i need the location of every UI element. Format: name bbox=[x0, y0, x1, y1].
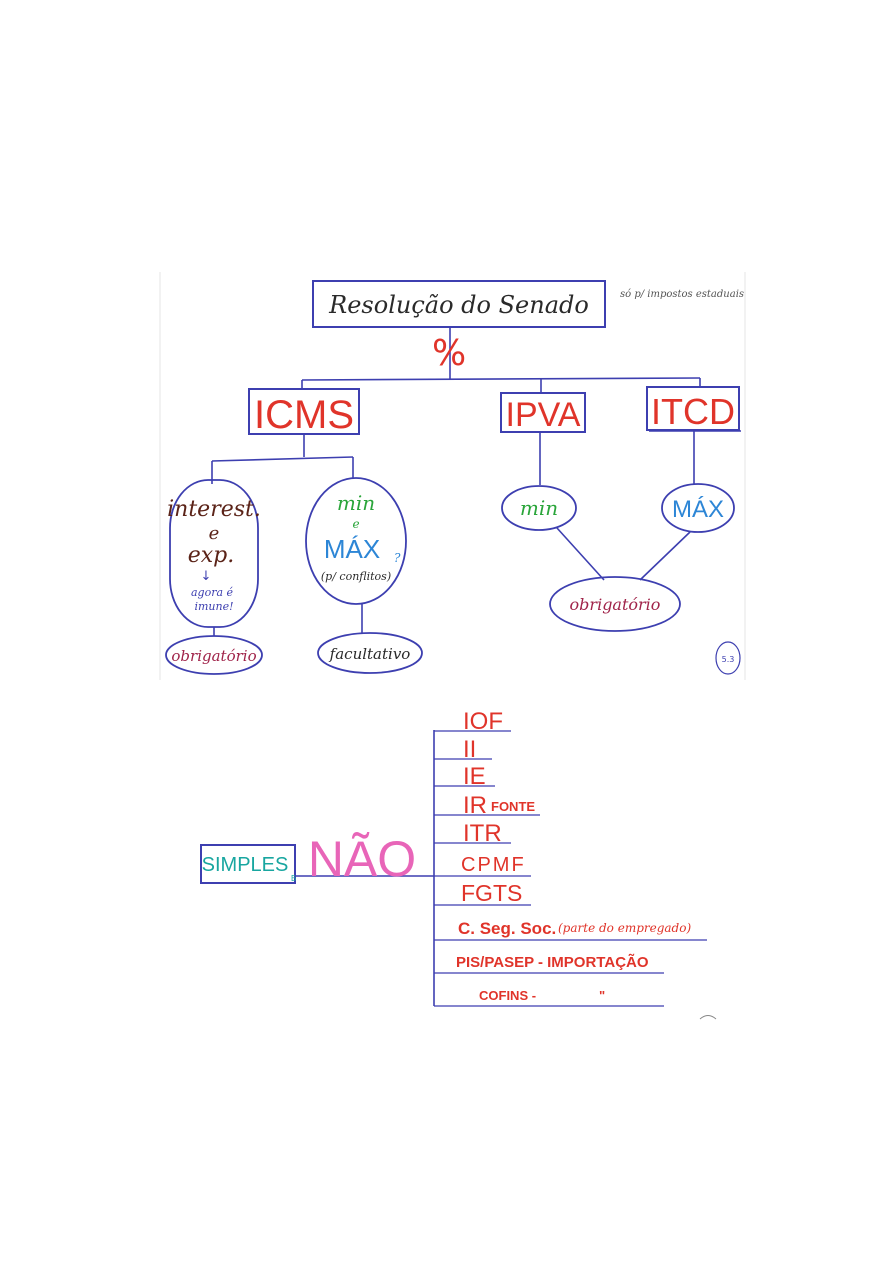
icms-right-line2: e bbox=[352, 517, 359, 531]
item-iof: IOF bbox=[463, 708, 503, 735]
icms-left-result-oval bbox=[165, 635, 263, 675]
corner-mark: 5.3 bbox=[722, 655, 735, 664]
icms-left-line1: interest. bbox=[167, 497, 261, 522]
itcd-box bbox=[646, 386, 740, 431]
stray-mark bbox=[699, 1015, 717, 1020]
item-ir: IR bbox=[463, 792, 487, 819]
icms-right-oval bbox=[305, 477, 407, 605]
ipva-box bbox=[500, 392, 586, 433]
itcd-to-shared bbox=[639, 531, 691, 581]
icms-right-line3: MÁX bbox=[324, 534, 380, 564]
item-ir-note: FONTE bbox=[491, 799, 535, 814]
nao-label: NÃO bbox=[308, 831, 416, 887]
icms-label: ICMS bbox=[254, 393, 354, 437]
exclusion-item-rules bbox=[434, 730, 707, 1007]
item-cpmf: CPMF bbox=[461, 854, 526, 876]
icms-left-line3: exp. bbox=[188, 543, 235, 568]
itcd-value-oval bbox=[661, 483, 735, 533]
icms-left-line2: e bbox=[209, 523, 220, 544]
ipva-label: IPVA bbox=[506, 396, 581, 434]
root-box bbox=[312, 280, 606, 328]
icms-left-note2: imune! bbox=[194, 600, 233, 613]
top-map: Resolução do Senado só p/ impostos estad… bbox=[165, 280, 744, 675]
root-note: só p/ impostos estaduais bbox=[620, 289, 744, 300]
item-ii: II bbox=[463, 736, 476, 763]
item-pis: PIS/PASEP - IMPORTAÇÃO bbox=[456, 953, 649, 971]
icms-left-result: obrigatório bbox=[171, 647, 256, 665]
simples-box bbox=[200, 844, 296, 884]
root-label: Resolução do Senado bbox=[328, 291, 589, 319]
icms-right-result: facultativo bbox=[329, 645, 411, 663]
corner-mark-circle bbox=[715, 641, 741, 675]
root-branch-bar bbox=[301, 377, 701, 381]
ipva-to-shared bbox=[556, 527, 605, 581]
item-cseg-note: (parte do empregado) bbox=[558, 921, 691, 935]
simples-sub: B bbox=[291, 874, 296, 883]
item-cseg: C. Seg. Soc. bbox=[458, 919, 556, 938]
icms-right-result-oval bbox=[317, 632, 423, 674]
icms-left-arrow: ↓ bbox=[201, 569, 212, 584]
shared-result-oval bbox=[549, 576, 681, 632]
icms-right-sup: ? bbox=[394, 551, 401, 565]
item-fgts: FGTS bbox=[461, 880, 522, 906]
itcd-value: MÁX bbox=[672, 496, 724, 523]
item-itr: ITR bbox=[463, 820, 502, 847]
item-ie: IE bbox=[463, 763, 486, 790]
icms-right-note: (p/ conflitos) bbox=[321, 570, 391, 583]
ipva-value: min bbox=[520, 496, 558, 520]
itcd-label: ITCD bbox=[651, 391, 735, 432]
icms-split-bar bbox=[211, 456, 354, 462]
shared-result: obrigatório bbox=[570, 595, 661, 614]
ipva-value-oval bbox=[501, 485, 577, 531]
icms-left-note1: agora é bbox=[191, 586, 234, 599]
simples-label: SIMPLES bbox=[202, 854, 289, 876]
item-cofins: COFINS - bbox=[479, 988, 536, 1003]
percent-sign: % bbox=[432, 333, 466, 374]
icms-right-line1: min bbox=[337, 491, 375, 515]
bottom-map: SIMPLES B NÃO IOF II IE IR FONTE ITR CPM… bbox=[200, 708, 717, 1020]
item-cofins-note: " bbox=[599, 988, 605, 1003]
